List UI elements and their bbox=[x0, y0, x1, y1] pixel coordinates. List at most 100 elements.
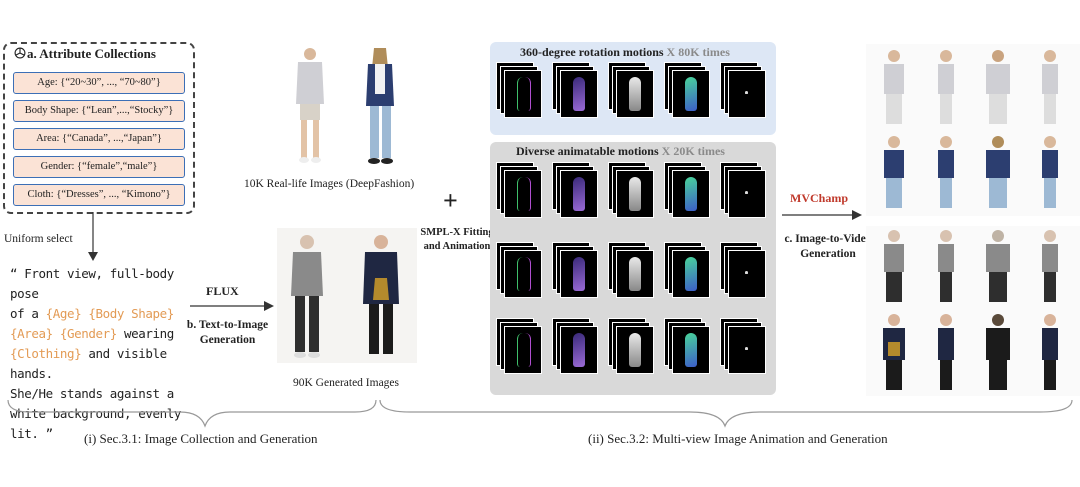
motion-frame bbox=[728, 326, 766, 374]
motion-frame-stack bbox=[496, 242, 540, 296]
motion-frame-stack bbox=[720, 162, 764, 216]
motion-frame-stack bbox=[608, 318, 652, 372]
mvchamp-label: MVChamp bbox=[790, 191, 848, 206]
view-figure bbox=[1042, 314, 1058, 390]
multiview-output-top bbox=[866, 44, 1080, 216]
motion-frame-stack bbox=[720, 318, 764, 372]
attr-age: Age: {“20~30”, ..., “70~80”} bbox=[13, 72, 185, 94]
motion-frame bbox=[504, 170, 542, 218]
rotation-count: X 80K times bbox=[667, 45, 730, 59]
section-1-caption: (i) Sec.3.1: Image Collection and Genera… bbox=[84, 431, 318, 447]
body-render bbox=[573, 333, 585, 367]
text-to-image-label: b. Text-to-Image Generation bbox=[180, 318, 275, 348]
attr-area: Area: {“Canada”, ...,“Japan”} bbox=[13, 128, 185, 150]
body-render bbox=[573, 77, 585, 111]
generated-caption: 90K Generated Images bbox=[293, 377, 399, 389]
motion-frame bbox=[504, 250, 542, 298]
body-render bbox=[685, 177, 697, 211]
prompt-clothing: {Clothing} bbox=[10, 346, 81, 361]
body-render bbox=[517, 333, 531, 367]
attr-gender: Gender: {“female”,“male”} bbox=[13, 156, 185, 178]
prompt-text-segment: wearing bbox=[117, 326, 174, 341]
prompt-body-shape: {Body Shape} bbox=[88, 306, 174, 321]
prompt-area: {Area} bbox=[10, 326, 53, 341]
view-figure bbox=[884, 136, 904, 208]
motion-frame bbox=[560, 170, 598, 218]
view-figure bbox=[884, 50, 904, 124]
person-figure bbox=[366, 48, 394, 164]
motion-frame-stack bbox=[552, 162, 596, 216]
motion-frame bbox=[560, 70, 598, 118]
motion-frame-stack bbox=[664, 318, 708, 372]
body-render bbox=[517, 257, 531, 291]
animatable-title-line: Diverse animatable motions X 20K times bbox=[516, 144, 725, 159]
smplx-label: SMPL-X Fitting and Animation bbox=[412, 226, 502, 254]
motion-frame bbox=[672, 70, 710, 118]
body-render bbox=[629, 177, 641, 211]
motion-frame bbox=[728, 170, 766, 218]
motion-frame bbox=[504, 326, 542, 374]
view-figure bbox=[938, 314, 954, 390]
smplx-line-2: and Animation bbox=[412, 240, 502, 254]
body-render bbox=[629, 333, 641, 367]
motion-frame bbox=[728, 70, 766, 118]
motion-frame-stack bbox=[496, 162, 540, 216]
motion-frame-stack bbox=[552, 242, 596, 296]
motion-frame-stack bbox=[496, 318, 540, 372]
motion-frame bbox=[672, 250, 710, 298]
body-render bbox=[685, 77, 697, 111]
animatable-count: X 20K times bbox=[662, 144, 725, 158]
image-to-video-label: c. Image-to-Video Generation bbox=[778, 232, 878, 262]
motion-frame-stack bbox=[608, 242, 652, 296]
brace-section-2 bbox=[380, 400, 1072, 426]
view-figure bbox=[938, 50, 954, 124]
motion-frame-stack bbox=[664, 242, 708, 296]
body-render bbox=[517, 77, 531, 111]
view-figure bbox=[1042, 136, 1058, 208]
view-figure bbox=[986, 230, 1010, 302]
body-render bbox=[573, 177, 585, 211]
multiview-figures-top bbox=[866, 44, 1080, 216]
view-figure bbox=[986, 136, 1010, 208]
motion-frame bbox=[616, 170, 654, 218]
body-render bbox=[745, 91, 748, 94]
uniform-select-label: Uniform select bbox=[4, 233, 73, 245]
motion-frame bbox=[616, 70, 654, 118]
motion-frame-stack bbox=[496, 62, 540, 116]
down-arrow-icon bbox=[85, 212, 101, 262]
view-figure bbox=[938, 136, 954, 208]
multiview-output-bottom bbox=[866, 226, 1080, 396]
prompt-text-segment: of a bbox=[10, 306, 46, 321]
rotation-title-line: 360-degree rotation motions X 80K times bbox=[520, 45, 730, 60]
motion-frame-stack bbox=[664, 162, 708, 216]
animatable-title: Diverse animatable motions bbox=[516, 144, 659, 158]
motion-frame bbox=[672, 326, 710, 374]
generated-images bbox=[277, 228, 417, 363]
real-images-caption: 10K Real-life Images (DeepFashion) bbox=[244, 178, 414, 190]
i2v-line-1: c. Image-to-Video bbox=[778, 232, 878, 247]
body-render bbox=[629, 77, 641, 111]
motion-frame-stack bbox=[720, 62, 764, 116]
attribute-collections-title: a. Attribute Collections bbox=[27, 46, 156, 62]
motion-frame-stack bbox=[664, 62, 708, 116]
motion-frame bbox=[616, 326, 654, 374]
motion-frame-stack bbox=[608, 62, 652, 116]
openai-logo-icon bbox=[13, 46, 27, 60]
motion-frame bbox=[672, 170, 710, 218]
view-figure bbox=[883, 314, 905, 390]
prompt-age: {Age} bbox=[46, 306, 82, 321]
body-render bbox=[517, 177, 531, 211]
body-render bbox=[745, 271, 748, 274]
motion-frame-stack bbox=[720, 242, 764, 296]
t2i-line-1: b. Text-to-Image bbox=[180, 318, 275, 333]
motion-frame-stack bbox=[608, 162, 652, 216]
motion-frame bbox=[728, 250, 766, 298]
view-figure bbox=[938, 230, 954, 302]
person-figure bbox=[296, 48, 324, 163]
smplx-line-1: SMPL-X Fitting bbox=[412, 226, 502, 240]
multiview-figures-bottom bbox=[866, 226, 1080, 396]
body-render bbox=[629, 257, 641, 291]
view-figure bbox=[1042, 230, 1058, 302]
right-arrow-icon bbox=[782, 209, 864, 221]
